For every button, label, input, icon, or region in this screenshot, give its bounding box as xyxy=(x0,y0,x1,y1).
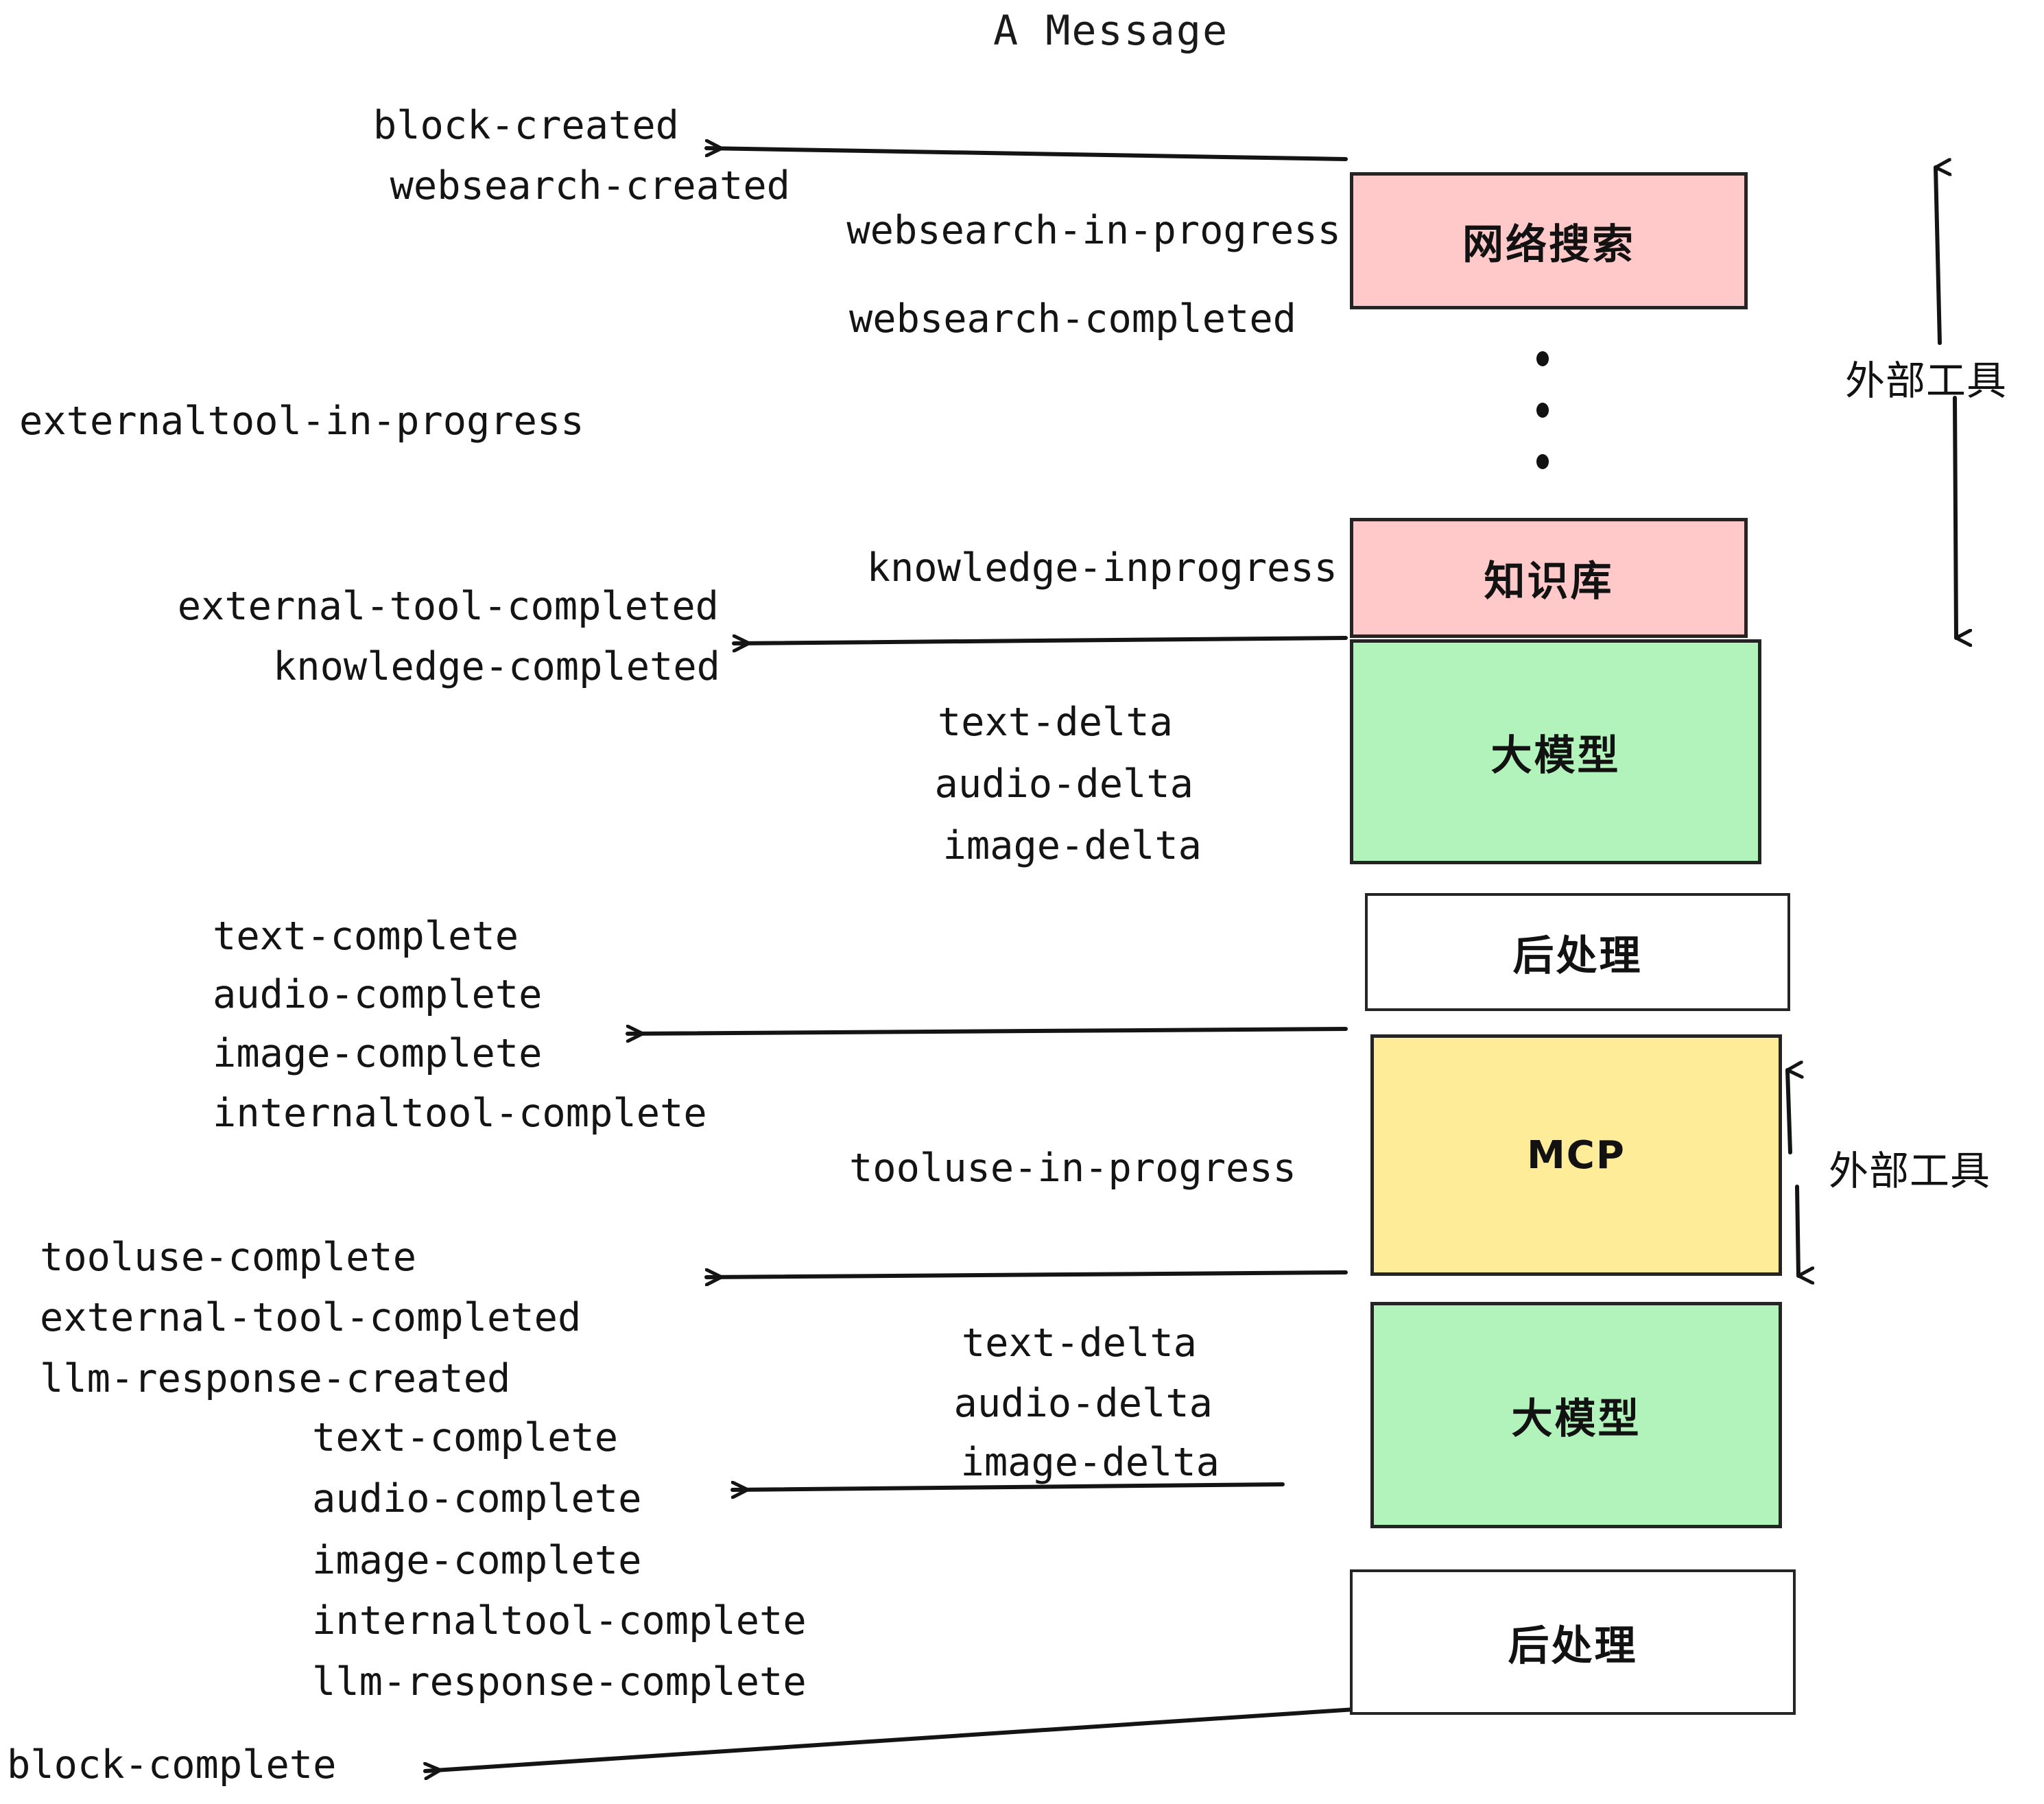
external-tools-bottom-arrows xyxy=(1785,1070,1798,1276)
event-label-websearch-in-progress: websearch-in-progress xyxy=(846,208,1341,253)
box-mcp[interactable]: MCP xyxy=(1370,1034,1782,1276)
event-label-audio-complete-2: audio-complete xyxy=(312,1476,642,1521)
ellipsis-dot-2 xyxy=(1536,403,1549,418)
event-label-image-delta-1: image-delta xyxy=(942,823,1202,868)
event-label-websearch-created: websearch-created xyxy=(390,163,790,209)
ellipsis-dot-3 xyxy=(1536,454,1549,469)
event-label-externaltool-in-progress: externaltool-in-progress xyxy=(19,399,584,444)
box-postprocess-top[interactable]: 后处理 xyxy=(1365,893,1790,1011)
box-llm-top[interactable]: 大模型 xyxy=(1350,639,1761,864)
event-label-internaltool-complete-2: internaltool-complete xyxy=(312,1598,807,1643)
page-title: A Message xyxy=(993,7,1229,55)
event-label-knowledge-inprogress: knowledge-inprogress xyxy=(866,545,1338,591)
box-label-web-search: 网络搜索 xyxy=(1462,220,1635,269)
event-label-external-tool-completed-2: external-tool-completed xyxy=(40,1295,582,1340)
box-label-llm-bottom: 大模型 xyxy=(1511,1394,1641,1443)
ellipsis-dot-1 xyxy=(1536,351,1549,366)
event-label-image-complete-2: image-complete xyxy=(312,1538,642,1583)
box-label-knowledge-base: 知识库 xyxy=(1484,558,1614,606)
event-label-text-delta-2: text-delta xyxy=(961,1320,1197,1366)
event-label-external-tool-completed-1: external-tool-completed xyxy=(177,584,719,629)
event-label-llm-response-created: llm-response-created xyxy=(40,1356,511,1401)
box-label-postprocess-bottom: 后处理 xyxy=(1508,1622,1638,1670)
event-label-audio-complete-1: audio-complete xyxy=(213,972,543,1017)
event-label-internaltool-complete-1: internaltool-complete xyxy=(213,1091,707,1136)
arrow-image-complete xyxy=(626,1029,1348,1034)
box-knowledge-base[interactable]: 知识库 xyxy=(1350,518,1748,638)
event-label-block-complete: block-complete xyxy=(7,1742,337,1788)
event-label-tooluse-complete: tooluse-complete xyxy=(40,1235,417,1280)
event-label-knowledge-completed: knowledge-completed xyxy=(272,644,720,689)
arrow-audio-complete xyxy=(730,1484,1285,1490)
arrow-tooluse-complete xyxy=(704,1272,1348,1277)
side-label-external-tools-bottom: 外部工具 xyxy=(1829,1148,1991,1194)
event-label-tooluse-in-progress: tooluse-in-progress xyxy=(848,1146,1296,1191)
arrow-block-complete xyxy=(423,1707,1357,1771)
event-label-text-delta-1: text-delta xyxy=(937,700,1173,745)
box-label-postprocess-top: 后处理 xyxy=(1512,931,1643,980)
side-label-external-tools-top: 外部工具 xyxy=(1845,357,2008,404)
event-label-block-created: block-created xyxy=(372,103,679,148)
box-llm-bottom[interactable]: 大模型 xyxy=(1370,1302,1782,1528)
box-postprocess-bottom[interactable]: 后处理 xyxy=(1350,1569,1796,1715)
event-label-image-complete-1: image-complete xyxy=(213,1031,543,1076)
event-label-audio-delta-1: audio-delta xyxy=(934,761,1194,807)
event-label-text-complete-1: text-complete xyxy=(213,914,519,959)
box-label-mcp: MCP xyxy=(1527,1132,1626,1178)
event-label-image-delta-2: image-delta xyxy=(960,1440,1220,1485)
arrow-knowledge-completed xyxy=(732,638,1348,643)
box-web-search[interactable]: 网络搜索 xyxy=(1350,172,1748,309)
event-label-websearch-completed: websearch-completed xyxy=(848,296,1296,342)
event-label-text-complete-2: text-complete xyxy=(312,1415,619,1460)
box-label-llm-top: 大模型 xyxy=(1490,731,1621,780)
event-label-audio-delta-2: audio-delta xyxy=(953,1381,1213,1426)
arrow-block-created xyxy=(704,148,1348,161)
event-label-llm-response-complete: llm-response-complete xyxy=(312,1659,807,1705)
